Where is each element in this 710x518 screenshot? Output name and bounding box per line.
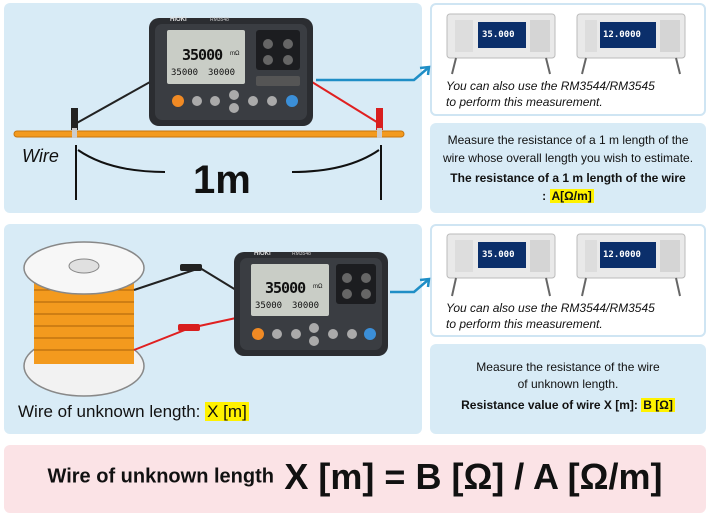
meter-brand-top: HIOKI <box>170 17 187 23</box>
lcd-unit-mid: mΩ <box>313 284 323 290</box>
mid-arrow <box>390 279 429 294</box>
length-dimension <box>75 145 382 200</box>
wire-spool <box>23 241 145 397</box>
bold-line-mid: Resistance value of wire X [m]: B [Ω] <box>430 398 706 412</box>
meter-model-top: RM3548 <box>210 17 229 23</box>
resistance-per-meter-highlight: A[Ω/m] <box>549 189 594 203</box>
mid-red-lead <box>133 317 237 351</box>
wire-label: Wire <box>22 146 59 166</box>
mid-right-desc-panel <box>430 344 706 434</box>
resistance-value-label: Resistance value of wire X [m]: <box>461 398 638 412</box>
lcd-sub-right-top: 30000 <box>208 68 236 78</box>
desc-line1-mid: Measure the resistance of the wire <box>476 360 660 374</box>
meter-mid <box>234 252 388 356</box>
lcd-sub-left-top: 35000 <box>171 68 199 78</box>
benchtop-2-mid <box>576 233 686 297</box>
mid-black-lead <box>133 266 237 291</box>
lcd-sub-right-mid: 30000 <box>292 301 320 311</box>
desc-line2-top: wire whose overall length you wish to es… <box>442 151 694 165</box>
bold-line2-top: : A[Ω/m] <box>430 189 706 203</box>
formula-equation: X [m] = B [Ω] / A [Ω/m] <box>284 456 663 497</box>
red-lead <box>311 81 381 125</box>
bold-prefix-top: : <box>542 189 547 203</box>
bold-line1-top: The resistance of a 1 m length of the wi… <box>450 171 686 185</box>
lcd-unit-top: mΩ <box>230 51 240 57</box>
black-probe <box>71 108 78 138</box>
formula-panel <box>4 445 706 513</box>
lcd-main-top: 35000 <box>182 46 223 64</box>
desc-line2-mid: of unknown length. <box>517 377 619 391</box>
resistance-value-highlight: B [Ω] <box>641 398 675 412</box>
meter-brand-mid: HIOKI <box>254 251 271 257</box>
note-line2-top: to perform this measurement. <box>446 95 603 109</box>
benchtop-display-2-top: 12.0000 <box>603 30 641 40</box>
unknown-length-highlight: X [m] <box>205 402 249 421</box>
meter-model-mid: RM3548 <box>292 251 311 257</box>
unknown-wire-label: Wire of unknown length: X [m] <box>18 402 249 422</box>
lcd-sub-left-mid: 35000 <box>255 301 283 311</box>
wire <box>13 130 405 138</box>
benchtop-display-1-mid: 35.000 <box>482 250 515 260</box>
benchtop-2-top <box>576 13 686 75</box>
red-probe <box>376 108 383 138</box>
desc-line1-top: Measure the resistance of a 1 m length o… <box>447 133 689 147</box>
lcd-main-mid: 35000 <box>265 279 306 297</box>
benchtop-display-2-mid: 12.0000 <box>603 250 641 260</box>
benchtop-1-mid <box>446 233 556 297</box>
note-line1-top: You can also use the RM3544/RM3545 <box>446 79 655 93</box>
formula: Wire of unknown length X [m] = B [Ω] / A… <box>4 456 706 498</box>
black-lead <box>74 81 151 125</box>
length-label: 1m <box>193 158 251 202</box>
top-arrow <box>316 67 429 82</box>
benchtop-1-top <box>446 13 556 75</box>
note-line1-mid: You can also use the RM3544/RM3545 <box>446 301 655 315</box>
unknown-wire-text: Wire of unknown length: <box>18 402 201 421</box>
meter-top <box>149 18 313 126</box>
benchtop-display-1-top: 35.000 <box>482 30 515 40</box>
note-line2-mid: to perform this measurement. <box>446 317 603 331</box>
formula-prefix: Wire of unknown length <box>47 465 274 488</box>
